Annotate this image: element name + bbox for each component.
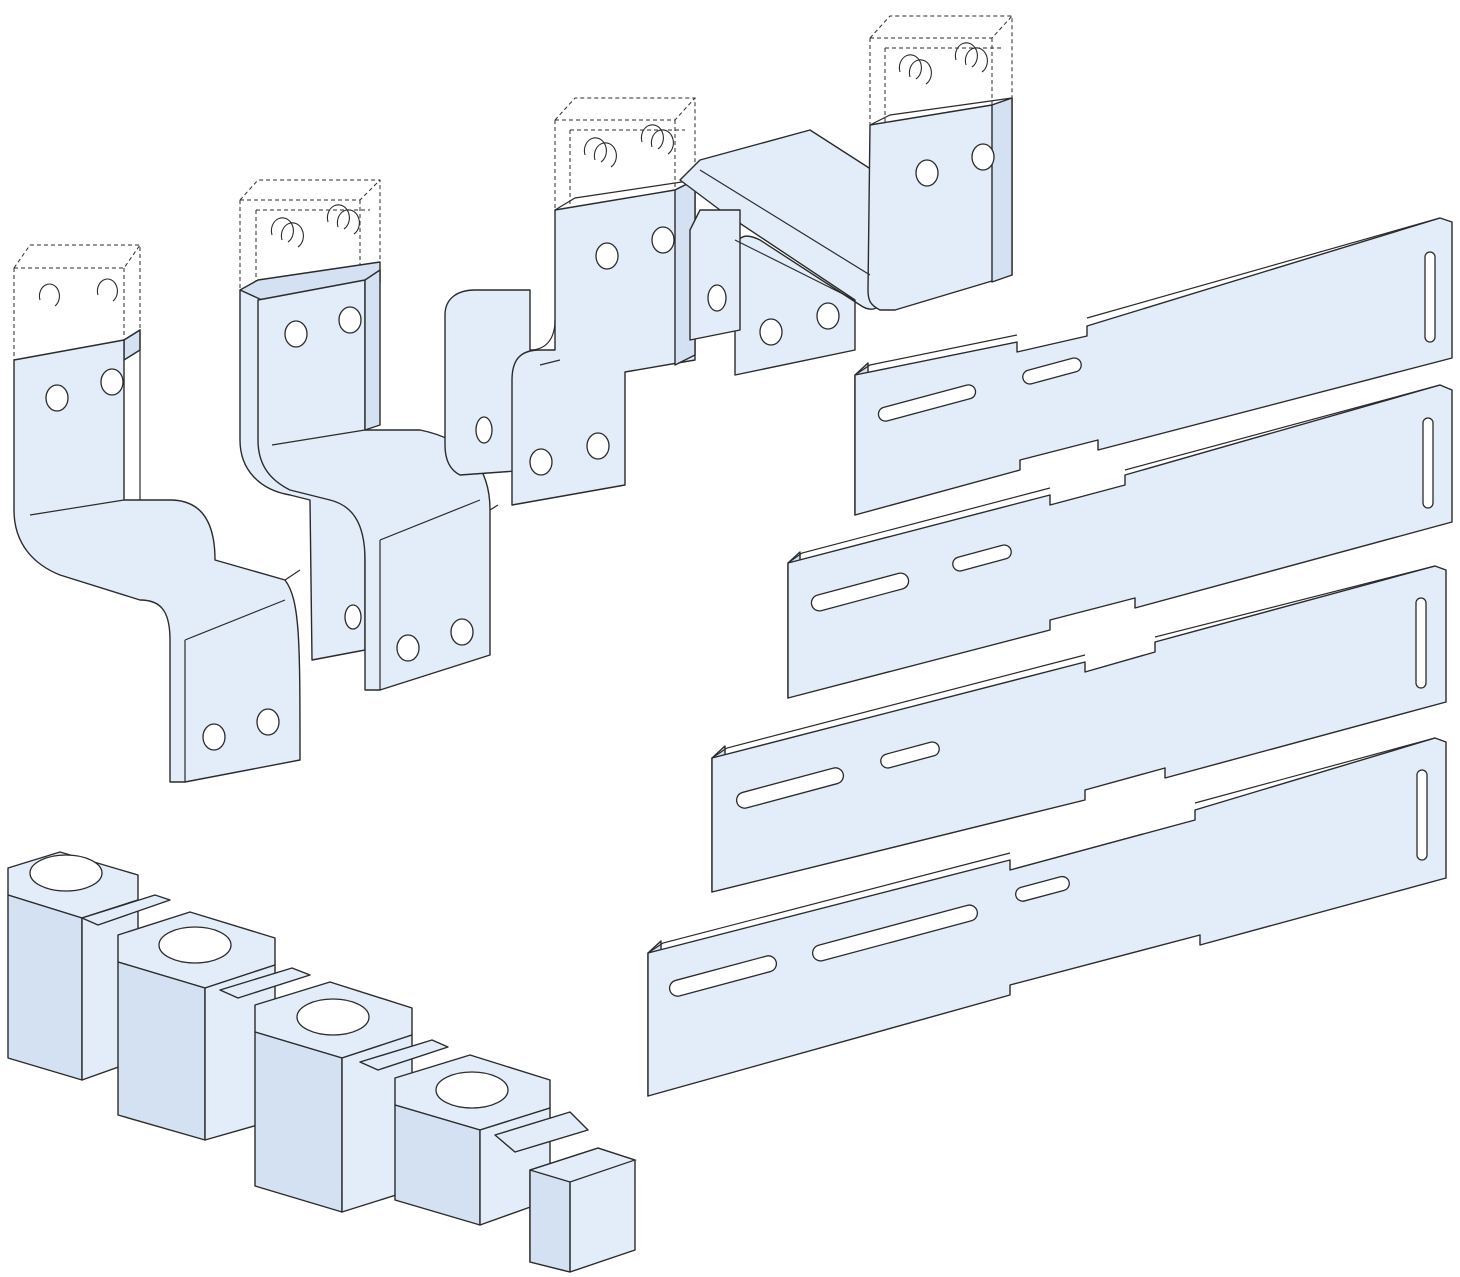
- slot-short: [880, 741, 940, 769]
- bolt-hole-large: [296, 998, 370, 1036]
- slot-long: [810, 572, 910, 612]
- busbar-s-bend-1: [13, 244, 301, 783]
- bolt-hole: [284, 320, 308, 348]
- busbar-4-ghost-terminal: [869, 15, 1013, 138]
- bolt-hole: [586, 432, 610, 460]
- bolt-hole: [759, 318, 783, 346]
- busbar-2-ghost-terminal: [239, 179, 381, 300]
- bolt-hole: [450, 618, 474, 646]
- busbar-z-bend-4: [679, 15, 1013, 376]
- slot-vertical: [1416, 769, 1428, 861]
- bolt-hole: [971, 143, 995, 171]
- bolt-hole: [816, 302, 840, 330]
- support-plate-4: [647, 737, 1447, 1097]
- slot-short: [952, 544, 1012, 572]
- insulator-support-block: [7, 851, 637, 1273]
- slot-long: [668, 955, 778, 997]
- slot-long: [877, 384, 977, 422]
- bolt-hole: [202, 723, 226, 751]
- bolt-hole: [338, 306, 362, 334]
- bolt-hole: [595, 242, 619, 270]
- slot-short: [1022, 357, 1082, 385]
- busbar-3-ghost-terminal: [554, 97, 696, 218]
- slot-vertical: [1422, 417, 1434, 509]
- bolt-hole: [344, 604, 362, 630]
- bolt-hole: [100, 368, 124, 396]
- busbar-1-ghost-terminal: [13, 244, 141, 360]
- bolt-hole: [475, 416, 493, 444]
- support-plate-2: [787, 384, 1453, 699]
- support-plate-3: [711, 565, 1447, 893]
- slot-short: [1015, 875, 1070, 902]
- slot-long: [811, 904, 979, 962]
- support-plate-1: [854, 217, 1453, 516]
- bolt-hole: [529, 448, 553, 476]
- slot-vertical: [1415, 597, 1427, 689]
- bolt-hole: [651, 226, 675, 254]
- bolt-hole-large: [158, 926, 232, 964]
- bolt-hole: [256, 708, 280, 736]
- slot-long: [735, 767, 845, 809]
- bolt-hole: [915, 159, 939, 187]
- slot-vertical: [1424, 251, 1436, 343]
- busbar-z-bend-3: [444, 97, 696, 506]
- bolt-hole: [396, 634, 420, 662]
- bolt-hole: [45, 384, 69, 412]
- busbar-s-bend-2: [239, 179, 499, 691]
- bolt-hole: [707, 284, 727, 312]
- bolt-hole-large: [435, 1071, 509, 1109]
- bolt-hole-large: [29, 854, 103, 892]
